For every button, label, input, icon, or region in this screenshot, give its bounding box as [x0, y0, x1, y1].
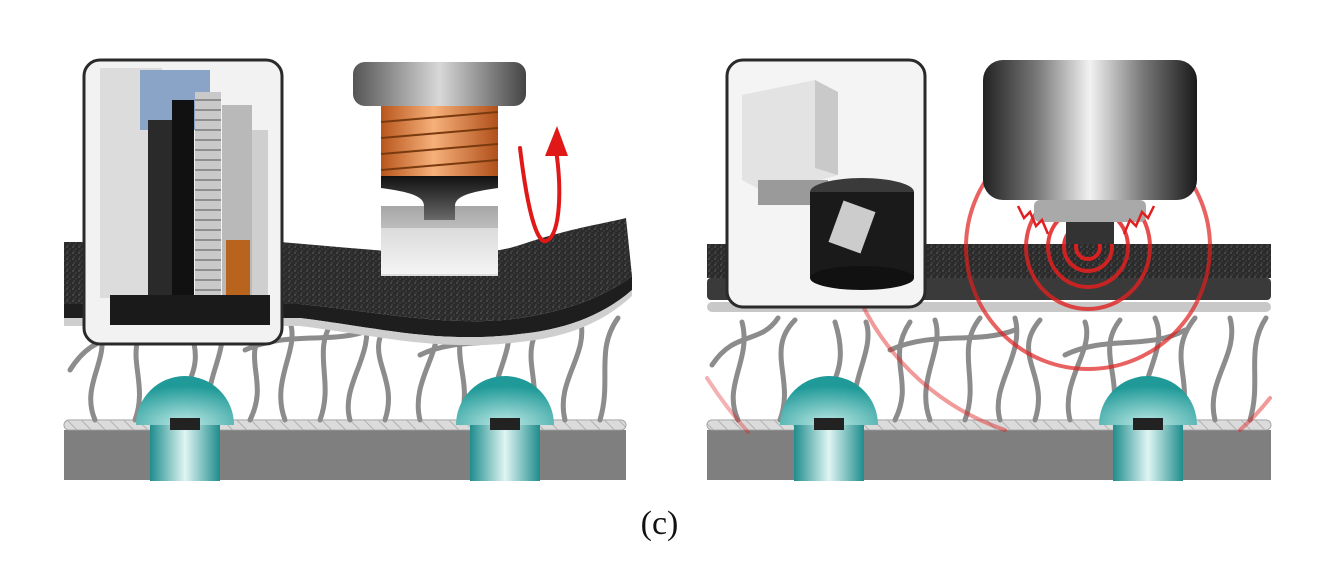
horn-plate	[1034, 200, 1146, 222]
vibration-zigzag-icon	[1016, 205, 1156, 235]
horn-tip	[1066, 222, 1114, 244]
electromagnetic-head	[353, 62, 568, 276]
coil-winding-lines	[380, 111, 499, 171]
left-substrate-base	[64, 430, 626, 480]
right-rivet-2	[1099, 376, 1197, 481]
ultrasonic-transducer-photo	[725, 58, 927, 309]
coil-spring-roller-assembly-photo	[82, 58, 284, 346]
transducer-body	[983, 60, 1197, 200]
right-substrate-base	[707, 430, 1271, 480]
ultrasonic-head	[983, 60, 1197, 244]
right-panel-ultrasonic	[705, 58, 1272, 481]
rotation-arrow-icon	[518, 146, 562, 244]
right-rivet-1	[780, 376, 878, 481]
left-rivet-1	[136, 376, 234, 481]
head-cap	[353, 62, 526, 106]
left-rivet-2	[456, 376, 554, 481]
left-panel-electromagnetic	[63, 58, 632, 481]
figure-caption: (c)	[640, 505, 679, 542]
